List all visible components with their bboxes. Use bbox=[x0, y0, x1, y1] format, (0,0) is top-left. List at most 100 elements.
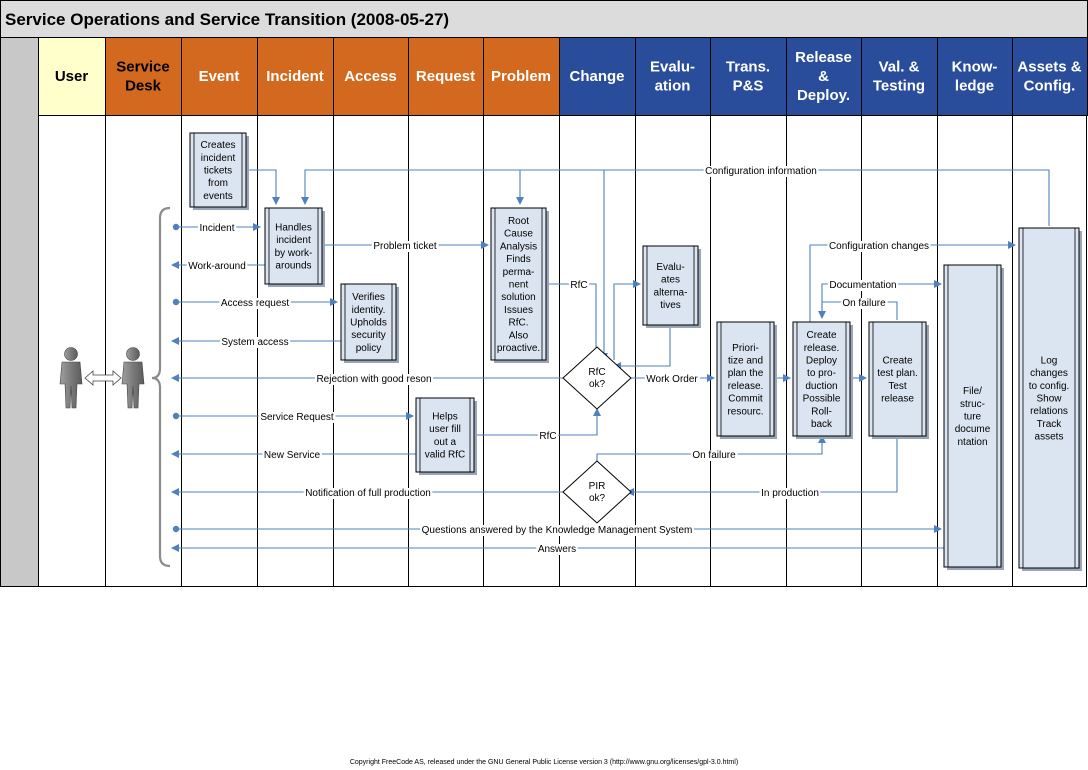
label-work-order: Work Order bbox=[646, 374, 698, 385]
lane-header-access: Access bbox=[333, 37, 409, 116]
process-box-text: to config. bbox=[1029, 381, 1070, 392]
lane-header-incident: Incident bbox=[257, 37, 334, 116]
lane-header-change-label: Change bbox=[569, 68, 624, 85]
desk-person-icon bbox=[121, 347, 145, 409]
decision-text: PIR bbox=[589, 481, 606, 492]
label-notification: Notification of full production bbox=[305, 488, 431, 499]
process-box-text: Finds bbox=[506, 254, 530, 265]
lane-header-trans-label: Trans. bbox=[726, 59, 770, 76]
lane-header-assets-label: Config. bbox=[1024, 78, 1076, 95]
label-problem-ticket: Problem ticket bbox=[373, 241, 437, 252]
page-title: Service Operations and Service Transitio… bbox=[5, 10, 449, 29]
flow-in-production bbox=[626, 436, 898, 496]
label-configuration-information: Configuration information bbox=[705, 166, 817, 177]
process-box-text: Issues bbox=[504, 305, 533, 316]
process-box-text: Possible bbox=[803, 394, 841, 405]
lane-header-knowledge-label: ledge bbox=[955, 78, 994, 95]
lane-header-assets-label: Assets & bbox=[1017, 59, 1081, 76]
process-box-text: Log bbox=[1041, 355, 1058, 366]
process-box-text: duction bbox=[805, 381, 837, 392]
process-box-text: Test bbox=[888, 381, 907, 392]
process-box-text: solution bbox=[501, 292, 535, 303]
process-box-text: ntation bbox=[957, 437, 987, 448]
decision-text: RfC bbox=[588, 367, 605, 378]
process-box-text: Track bbox=[1037, 419, 1063, 430]
lane-header-evaluation-label: ation bbox=[655, 78, 691, 95]
lane-header-evaluation: Evalu-ation bbox=[635, 37, 711, 116]
lane-header-problem: Problem bbox=[483, 37, 560, 116]
label-questions: Questions answered by the Knowledge Mana… bbox=[422, 525, 693, 536]
process-box-text: security bbox=[351, 330, 385, 341]
process-box-text: Deploy bbox=[806, 355, 837, 366]
process-box-text: back bbox=[811, 419, 833, 430]
process-box-text: Handles bbox=[275, 222, 312, 233]
label-documentation: Documentation bbox=[829, 280, 896, 291]
process-box-text: resourc. bbox=[727, 406, 763, 417]
process-box-text: Analysis bbox=[500, 241, 537, 252]
process-box-text: ates bbox=[661, 275, 680, 286]
process-box-text: release. bbox=[804, 343, 840, 354]
decision-text: ok? bbox=[589, 493, 606, 504]
process-box-text: perma- bbox=[503, 267, 535, 278]
process-box-text: user fill bbox=[429, 424, 461, 435]
process-box-text: test plan. bbox=[877, 368, 918, 379]
process-box-text: changes bbox=[1030, 368, 1068, 379]
copyright-notice: Copyright FreeCode AS, released under th… bbox=[349, 759, 739, 766]
process-box-text: nent bbox=[509, 280, 529, 291]
lane-header-release-label: & bbox=[818, 68, 829, 85]
label-incident: Incident bbox=[199, 223, 234, 234]
double-arrow-icon bbox=[84, 370, 122, 386]
flow-rfc-problem bbox=[546, 283, 600, 361]
process-box-text: ture bbox=[964, 412, 982, 423]
process-box-text: valid RfC bbox=[425, 450, 466, 461]
lane-header-valtest: Val. &Testing bbox=[861, 37, 938, 116]
label-configuration-changes: Configuration changes bbox=[829, 241, 929, 252]
lane-header-request-label: Request bbox=[416, 68, 475, 85]
process-box-text: out a bbox=[434, 437, 457, 448]
label-rfc-request: RfC bbox=[539, 431, 556, 442]
lane-header-valtest-label: Val. & bbox=[879, 59, 920, 76]
lane-header-incident-label: Incident bbox=[266, 68, 324, 85]
flow-rfc-request bbox=[474, 408, 601, 436]
process-box-text: release. bbox=[728, 381, 764, 392]
process-box-text: assets bbox=[1035, 432, 1064, 443]
lane-header-user-label: User bbox=[55, 68, 89, 85]
process-box-text: plan the bbox=[728, 368, 764, 379]
lane-header-release: Release&Deploy. bbox=[786, 37, 862, 116]
process-box-text: Create bbox=[882, 355, 912, 366]
process-box-text: Show bbox=[1036, 394, 1062, 405]
flow-configuration-changes bbox=[809, 241, 1016, 346]
process-box-text: Roll- bbox=[811, 406, 832, 417]
process-box-text: arounds bbox=[275, 261, 311, 272]
process-box-text: by work- bbox=[275, 248, 313, 259]
lane-header-evaluation-label: Evalu- bbox=[650, 59, 695, 76]
lane-header-problem-label: Problem bbox=[491, 68, 551, 85]
process-box-text: Commit bbox=[728, 394, 763, 405]
label-on-failure-test: On failure bbox=[842, 298, 886, 309]
process-box-text: tives bbox=[660, 300, 681, 311]
process-box-text: relations bbox=[1030, 406, 1068, 417]
lane-header-desk-label: Service bbox=[116, 59, 169, 76]
flow-configuration-information-main bbox=[301, 169, 1050, 226]
flow-change-to-evaluation bbox=[613, 280, 641, 360]
decision-text: ok? bbox=[589, 379, 606, 390]
label-system-access: System access bbox=[221, 337, 288, 348]
process-box-text: from bbox=[208, 178, 228, 189]
process-box-text: Root bbox=[508, 216, 529, 227]
lane-header-request: Request bbox=[408, 37, 484, 116]
lane-header-knowledge-label: Know- bbox=[952, 59, 998, 76]
process-box-text: struc- bbox=[960, 399, 985, 410]
lane-header-user: User bbox=[38, 37, 106, 116]
